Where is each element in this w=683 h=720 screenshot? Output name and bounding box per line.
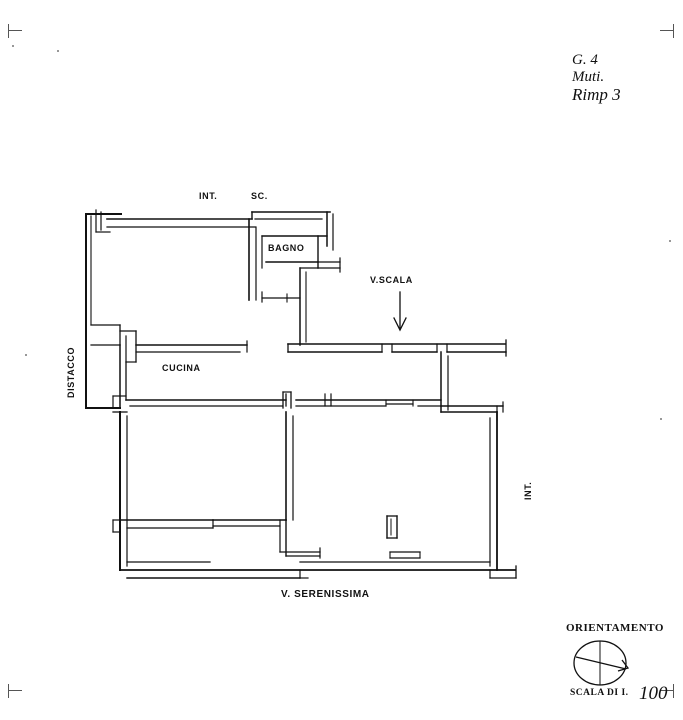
handwritten-note: G. 4 Muti. Rimp 3 [572, 52, 621, 103]
sc-label: SC. [251, 191, 268, 201]
corner-tick-bl-h [8, 690, 22, 691]
corner-tick-tr-v [673, 24, 674, 38]
vano-scala-label: V.SCALA [370, 275, 413, 285]
note-line-3: Rimp 3 [572, 85, 621, 104]
corner-tick-br-h [660, 690, 674, 691]
int-upper-label: INT. [199, 191, 218, 201]
distacco-label: DISTACCO [66, 346, 76, 398]
corner-tick-tl-v [8, 24, 9, 38]
scale-label: SCALA DI I. [570, 688, 629, 698]
orientation-title: ORIENTAMENTO [566, 622, 664, 634]
corner-tick-tl-h [8, 30, 22, 31]
scan-speckle [660, 418, 662, 420]
bagno-label: BAGNO [268, 243, 305, 253]
scan-speckle [12, 45, 14, 47]
corner-tick-tr-h [660, 30, 674, 31]
via-serenissima-label: V. SERENISSIMA [281, 589, 370, 600]
corner-tick-br-v [673, 684, 674, 698]
scale-value: 100 [639, 683, 668, 704]
scan-speckle [25, 354, 27, 356]
corner-tick-bl-v [8, 684, 9, 698]
scan-speckle [57, 50, 59, 52]
cucina-label: CUCINA [162, 363, 201, 373]
int-right-label: INT. [523, 481, 533, 500]
compass-rose [573, 640, 630, 686]
scan-speckle [669, 240, 671, 242]
note-line-1: G. 4 [572, 52, 598, 68]
note-line-2: Muti. [572, 69, 605, 85]
